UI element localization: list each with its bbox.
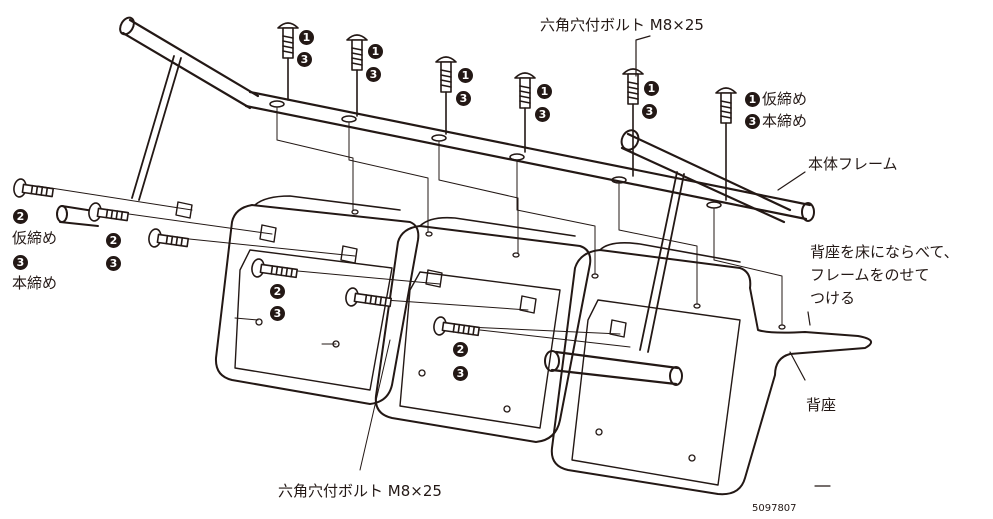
marker-2-left: 2 [13, 209, 28, 224]
marker-3-bolt-2: 3 [366, 67, 381, 82]
marker-3-bolt-5: 3 [642, 104, 657, 119]
bolt-top-label: 六角穴付ボルト M8×25 [540, 16, 704, 34]
body-frame-label: 本体フレーム [808, 155, 898, 173]
marker-1-legend: 1 [745, 92, 760, 107]
final-tighten-left-label: 本締め [12, 274, 58, 292]
marker-3-hbolt-6: 3 [453, 366, 468, 381]
seat-shell-right [550, 249, 873, 496]
leader-lines [635, 35, 831, 487]
guide-lines [37, 107, 783, 471]
temp-tighten-label: 仮締め [762, 90, 808, 108]
marker-3-hbolt-2: 3 [106, 256, 121, 271]
instruction-line-2: フレームをのせて [810, 266, 930, 284]
marker-3-hbolt-4: 3 [270, 306, 285, 321]
marker-3-bolt-1: 3 [297, 52, 312, 67]
seat-shell-middle [374, 225, 592, 443]
back-seat-label: 背座 [806, 396, 837, 414]
horizontal-bolts [13, 178, 480, 337]
seat-shell-left [214, 204, 420, 405]
marker-3-legend: 3 [745, 114, 760, 129]
marker-3-left: 3 [13, 255, 28, 270]
marker-3-bolt-4: 3 [535, 107, 550, 122]
marker-2-hbolt-6: 2 [453, 342, 468, 357]
final-tighten-label: 本締め [762, 112, 808, 130]
marker-1-bolt-2: 1 [368, 44, 383, 59]
frame-holes [269, 100, 722, 209]
marker-1-bolt-4: 1 [537, 84, 552, 99]
bolt-bottom-label: 六角穴付ボルト M8×25 [278, 482, 442, 500]
shell-holes [255, 209, 786, 462]
instruction-line-1: 背座を床にならべて、 [810, 243, 959, 261]
marker-1-bolt-5: 1 [644, 81, 659, 96]
bracket-tabs [175, 201, 627, 338]
marker-2-hbolt-4: 2 [270, 284, 285, 299]
marker-3-bolt-3: 3 [456, 91, 471, 106]
temp-tighten-left-label: 仮締め [12, 229, 58, 247]
vertical-bolts [277, 22, 737, 201]
instruction-line-3: つける [810, 289, 856, 307]
marker-1-bolt-3: 1 [458, 68, 473, 83]
marker-1-bolt-1: 1 [299, 30, 314, 45]
marker-2-hbolt-2: 2 [106, 233, 121, 248]
figure-code: 5097807 [752, 503, 797, 514]
